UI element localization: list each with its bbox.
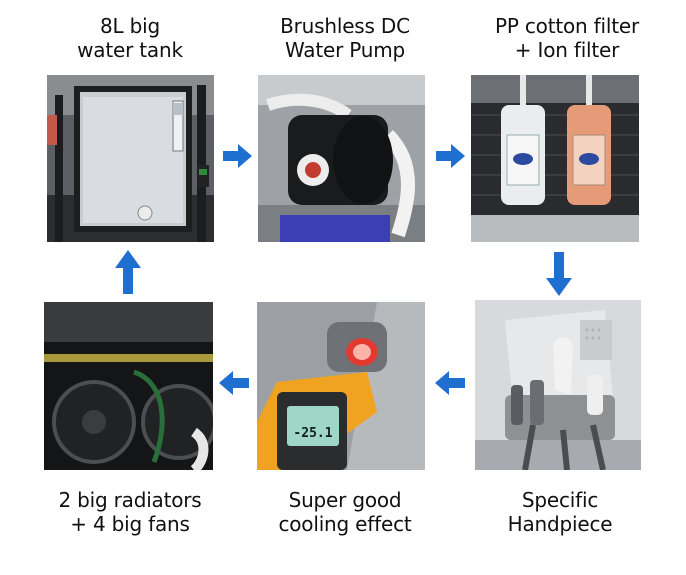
arrow-left-icon [219,371,249,395]
handpiece-photo [475,300,641,470]
arrow-right-icon [436,144,465,168]
caption-line: Specific [521,488,599,512]
caption-water-pump: Brushless DC Water Pump [245,14,445,62]
caption-line: 2 big radiators [58,488,202,512]
caption-cooling: Super good cooling effect [250,488,440,536]
caption-line: + 4 big fans [70,512,190,536]
caption-line: water tank [77,38,183,62]
cooling-photo: -25.1 [257,302,425,470]
caption-filters: PP cotton filter + Ion filter [462,14,672,62]
caption-line: Brushless DC [280,14,410,38]
caption-line: 8L big [100,14,160,38]
arrow-up-icon [115,250,141,294]
caption-line: Water Pump [284,38,406,62]
caption-water-tank: 8L big water tank [40,14,220,62]
arrow-left-icon [435,371,465,395]
caption-line: Handpiece [507,512,613,536]
arrow-right-icon [223,144,252,168]
caption-handpiece: Specific Handpiece [470,488,650,536]
caption-line: Super good [288,488,402,512]
thermometer-reading: -25.1 [293,426,333,441]
water-tank-photo [47,75,214,242]
caption-line: + Ion filter [514,38,620,62]
radiators-photo [44,302,213,470]
caption-line: PP cotton filter [495,14,639,38]
caption-radiators: 2 big radiators + 4 big fans [30,488,230,536]
arrow-down-icon [546,252,572,296]
caption-line: cooling effect [278,512,412,536]
water-pump-photo [258,75,425,242]
filters-photo [471,75,639,242]
